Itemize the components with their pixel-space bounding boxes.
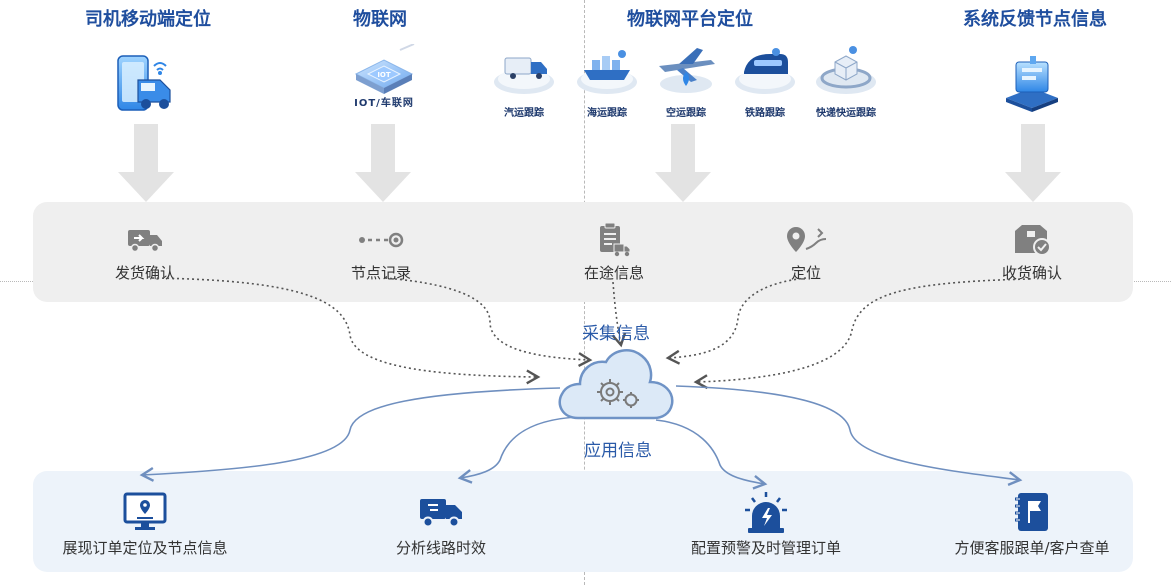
step-in-transit: 在途信息 xyxy=(554,222,674,282)
step-receipt-confirm: 收货确认 xyxy=(972,222,1092,282)
platform-item-sea: 海运跟踪 xyxy=(567,42,647,119)
down-arrow-icon xyxy=(655,124,711,202)
iot-source-title: 物联网 xyxy=(353,9,407,30)
step-label: 收货确认 xyxy=(1001,264,1062,282)
cloud-gears-icon xyxy=(558,349,674,420)
location-pin-icon xyxy=(787,227,827,252)
airplane-icon xyxy=(659,48,715,93)
driver-phone-truck-icon xyxy=(117,55,171,111)
ship-icon xyxy=(577,50,637,94)
app-alert-config: 配置预警及时管理订单 xyxy=(656,490,876,557)
platform-item-rail: 铁路跟踪 xyxy=(725,42,805,119)
platform-item-label: 快递快运跟踪 xyxy=(816,108,876,119)
app-label: 方便客服跟单/客户查单 xyxy=(954,539,1110,557)
train-icon xyxy=(735,48,795,94)
alarm-light-icon xyxy=(745,492,787,533)
notebook-flag-icon xyxy=(1015,493,1048,531)
parcel-icon xyxy=(816,46,876,94)
app-order-location: 展现订单定位及节点信息 xyxy=(35,490,255,557)
down-arrow-icon xyxy=(118,124,174,202)
driver-source-title: 司机移动端定位 xyxy=(85,9,211,30)
platform-item-label: 空运跟踪 xyxy=(666,108,706,119)
down-arrow-icon xyxy=(1005,124,1061,202)
platform-item-label: 铁路跟踪 xyxy=(745,108,785,119)
platform-item-label: 海运跟踪 xyxy=(587,108,627,119)
server-feedback-icon xyxy=(1006,56,1058,112)
node-track-icon xyxy=(359,232,404,248)
collection-panel xyxy=(33,202,1133,302)
collect-info-label: 采集信息 xyxy=(582,324,650,344)
step-label: 发货确认 xyxy=(114,264,175,282)
platform-source-title: 物联网平台定位 xyxy=(627,9,753,30)
platform-item-label: 汽运跟踪 xyxy=(504,108,544,119)
step-node-record: 节点记录 xyxy=(321,222,441,282)
step-shipment-confirm: 发货确认 xyxy=(85,222,205,282)
truck-icon xyxy=(494,57,554,94)
app-label: 配置预警及时管理订单 xyxy=(690,539,841,557)
platform-item-express: 快递快运跟踪 xyxy=(806,42,886,119)
step-label: 节点记录 xyxy=(350,264,411,282)
feedback-source-title: 系统反馈节点信息 xyxy=(963,9,1107,30)
delivery-truck-icon xyxy=(128,230,162,253)
app-route-analysis: 分析线路时效 xyxy=(331,490,551,557)
transit-clipboard-icon xyxy=(600,222,631,257)
platform-item-road: 汽运跟踪 xyxy=(484,42,564,119)
monitor-map-icon xyxy=(123,492,167,530)
app-label: 展现订单定位及节点信息 xyxy=(62,539,228,557)
down-arrow-icon xyxy=(355,124,411,202)
iot-caption: IOT/车联网 xyxy=(354,98,414,109)
step-positioning: 定位 xyxy=(746,222,866,282)
step-label: 在途信息 xyxy=(583,264,644,282)
application-panel xyxy=(33,471,1133,572)
iot-chip-icon: IOT xyxy=(354,44,415,94)
apply-info-label: 应用信息 xyxy=(584,441,652,461)
step-label: 定位 xyxy=(790,264,821,282)
received-box-icon xyxy=(1015,225,1051,256)
app-label: 分析线路时效 xyxy=(395,539,486,557)
app-customer-service: 方便客服跟单/客户查单 xyxy=(922,490,1142,557)
fast-truck-icon xyxy=(420,499,462,528)
platform-item-air: 空运跟踪 xyxy=(646,42,726,119)
svg-text:IOT: IOT xyxy=(377,71,391,79)
